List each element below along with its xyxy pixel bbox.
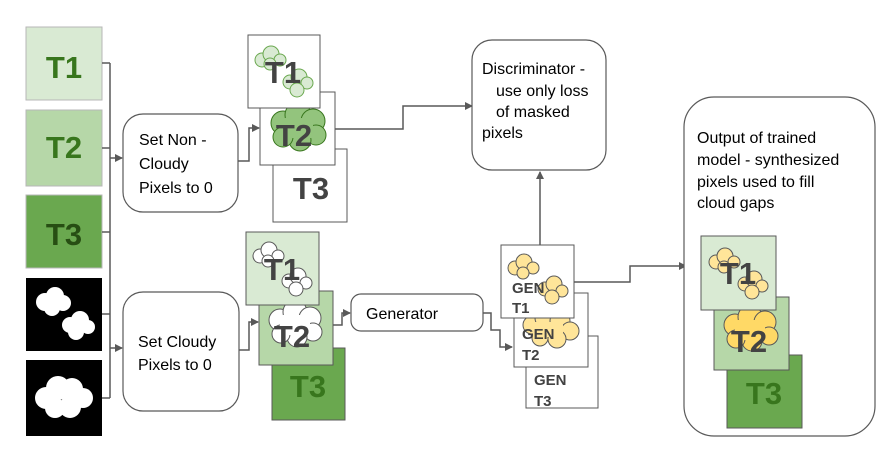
generator-box: Generator bbox=[350, 293, 484, 332]
input-tile-t2-label: T2 bbox=[46, 130, 82, 165]
masked-stack: T3 T2 T1 bbox=[247, 34, 348, 223]
cloud-icon bbox=[252, 241, 313, 297]
input-tile-t1: T1 bbox=[25, 26, 103, 101]
input-tile-t3-label: T3 bbox=[46, 217, 82, 252]
discriminator-line-4: pixels bbox=[482, 125, 523, 142]
set-non-cloudy-box: Set Non - Cloudy Pixels to 0 bbox=[122, 113, 239, 213]
masked-tile-t1: T1 bbox=[247, 34, 321, 109]
output-text-line-4: cloud gaps bbox=[697, 195, 774, 212]
cloudy-stack: T3 T2 T1 bbox=[245, 231, 346, 421]
generator-label: Generator bbox=[366, 306, 439, 323]
input-tile-t1-label: T1 bbox=[46, 50, 82, 85]
discriminator-box: Discriminator - use only loss of masked … bbox=[471, 39, 607, 171]
output-tile-t1: T1 bbox=[700, 235, 777, 311]
cloudy-tile-t1: T1 bbox=[245, 231, 320, 306]
output-tile-t3-label: T3 bbox=[746, 376, 782, 411]
generated-to-output-arrow bbox=[574, 262, 687, 283]
generated-stack: GEN T3 GEN T2 GEN T1 bbox=[500, 244, 599, 410]
arrows-to-stacks bbox=[238, 124, 260, 351]
cloud-icon bbox=[723, 304, 779, 352]
masked-tile-t1-label: T1 bbox=[265, 55, 301, 90]
mask-cloud-icon bbox=[35, 376, 93, 418]
generated-tile-t1-line1: GEN bbox=[512, 280, 545, 297]
output-box: Output of trained model - synthesized pi… bbox=[683, 96, 876, 437]
output-text-line-1: Output of trained bbox=[697, 130, 816, 147]
cloudy-tile-t3-label: T3 bbox=[290, 369, 326, 404]
cloud-icon bbox=[507, 253, 569, 305]
set-cloudy-box: Set Cloudy Pixels to 0 bbox=[122, 291, 240, 412]
output-tile-t2-label: T2 bbox=[731, 324, 767, 359]
set-non-cloudy-line-3: Pixels to 0 bbox=[139, 180, 213, 197]
set-cloudy-line-2: Pixels to 0 bbox=[138, 357, 212, 374]
mask-cloud-icon bbox=[36, 287, 95, 340]
generated-tile-t1-line2: T1 bbox=[512, 300, 530, 317]
set-non-cloudy-line-1: Set Non - bbox=[139, 132, 207, 149]
generator-to-output-arrow bbox=[483, 312, 513, 351]
discriminator-line-1: Discriminator - bbox=[482, 61, 585, 78]
masked-to-discriminator-arrow bbox=[335, 102, 473, 130]
generated-tile-t2-line2: T2 bbox=[522, 347, 540, 364]
set-non-cloudy-line-2: Cloudy bbox=[139, 156, 189, 173]
input-tile-t3: T3 bbox=[25, 194, 103, 269]
output-text-line-2: model - synthesized bbox=[697, 152, 839, 169]
generated-tile-t3-line2: T3 bbox=[534, 393, 552, 410]
cloud-mask-1 bbox=[26, 278, 102, 351]
cloud-mask-2 bbox=[26, 360, 102, 436]
cloud-icon bbox=[270, 101, 327, 152]
cloud-icon bbox=[254, 45, 314, 98]
output-text-line-3: pixels used to fill bbox=[697, 174, 814, 191]
generated-tile-t1: GEN T1 bbox=[500, 244, 575, 319]
output-tile-t1-label: T1 bbox=[720, 256, 756, 291]
input-bus-lines bbox=[102, 62, 123, 399]
generated-tile-t3-line1: GEN bbox=[534, 372, 567, 389]
generated-tile-t2-line1: GEN bbox=[522, 326, 555, 343]
masked-tile-t2-label: T2 bbox=[276, 118, 312, 153]
cloud-icon bbox=[268, 299, 323, 348]
masked-tile-t3-label: T3 bbox=[293, 171, 329, 206]
cloudy-tile-t2-label: T2 bbox=[274, 319, 310, 354]
input-tile-t2: T2 bbox=[25, 109, 103, 187]
discriminator-line-3: of masked bbox=[496, 104, 570, 121]
discriminator-line-2: use only loss bbox=[496, 83, 589, 100]
cloudy-to-generator-arrow bbox=[333, 309, 351, 326]
cloud-icon bbox=[708, 247, 769, 300]
cloud-icon bbox=[522, 307, 580, 349]
cloudy-tile-t1-label: T1 bbox=[264, 252, 300, 287]
set-cloudy-line-1: Set Cloudy bbox=[138, 334, 216, 351]
